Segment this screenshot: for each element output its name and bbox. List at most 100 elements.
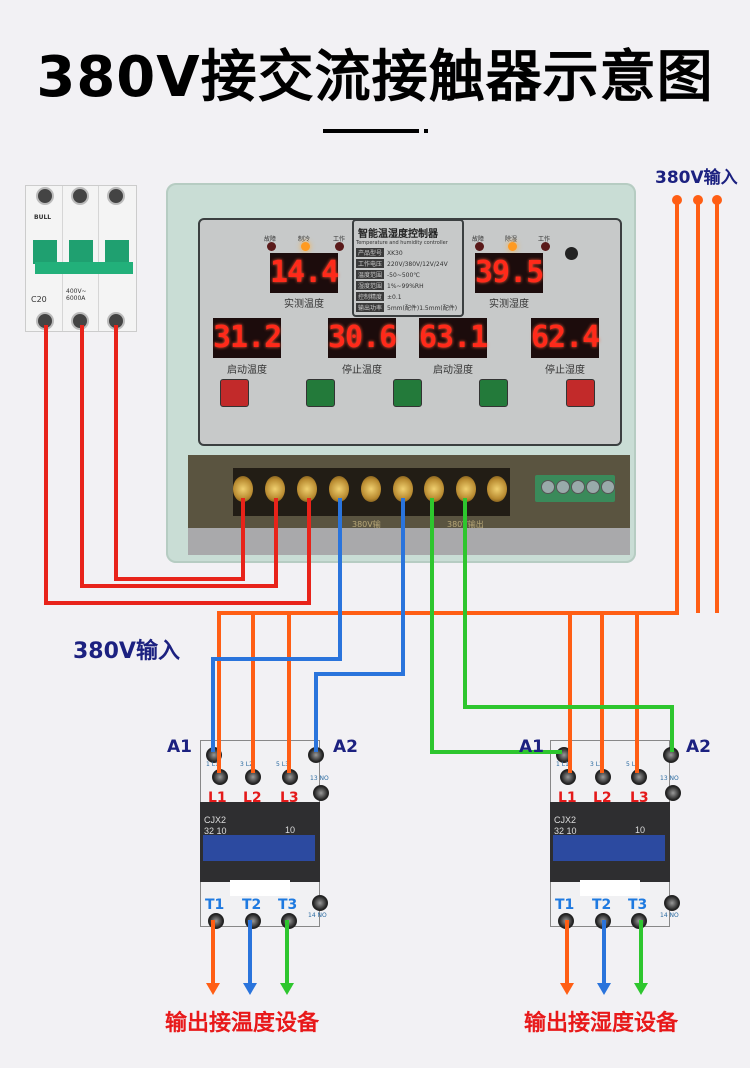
sensor-port: [565, 247, 578, 260]
controller-info-box: [352, 219, 464, 317]
input-terminal-dot: [672, 195, 682, 205]
sensor-terminal-screw: [586, 480, 600, 494]
info-row: 温度范围-50~500℃: [356, 270, 421, 279]
fault-led: [267, 242, 276, 251]
confirm-button[interactable]: [566, 379, 595, 407]
breaker-top-screw: [36, 187, 54, 205]
input-label-left: 380V输入: [73, 639, 180, 664]
sensor-terminal-screw: [571, 480, 585, 494]
work-led: [335, 242, 344, 251]
start-humidity-display: 63.1: [419, 318, 488, 358]
terminal-mark: 13 NO: [660, 775, 679, 782]
breaker-handle-bar[interactable]: [35, 262, 133, 274]
led-label: 除湿: [505, 236, 518, 243]
led-label: 制冷: [298, 236, 311, 243]
start-temp-caption: 启动温度: [227, 365, 267, 376]
coil-a2-screw: [663, 747, 679, 763]
wire-red: [80, 325, 278, 588]
breaker-rating: C20: [31, 295, 47, 304]
work-led: [541, 242, 550, 251]
output-label-temp: 输出接温度设备: [165, 1011, 320, 1036]
terminal-mark: 5 L3: [626, 761, 639, 768]
terminal-label: 380V输: [352, 520, 381, 529]
line-label-l1: L1: [208, 790, 227, 806]
terminal-mark: 3 L2: [240, 761, 253, 768]
stop-humidity-caption: 停止湿度: [545, 365, 585, 376]
measured-humidity-caption: 实测湿度: [489, 299, 529, 310]
breaker-toggle[interactable]: [105, 240, 129, 264]
input-terminal-dot: [693, 195, 703, 205]
wire-green: [430, 498, 562, 754]
title-underline-dot: [424, 129, 428, 133]
load-label-t3: T3: [628, 897, 648, 913]
wire-orange: [217, 200, 679, 773]
breaker-top-screw: [107, 187, 125, 205]
breaker-toggle[interactable]: [33, 240, 57, 264]
contactor-window: [580, 880, 640, 896]
switch-button[interactable]: [306, 379, 335, 407]
l2-screw: [245, 769, 261, 785]
breaker-toggle[interactable]: [69, 240, 93, 264]
sensor-terminal-screw: [601, 480, 615, 494]
stop-temp-caption: 停止温度: [342, 365, 382, 376]
led-label: 故障: [264, 236, 277, 243]
l2-screw: [595, 769, 611, 785]
wire-red: [114, 325, 245, 581]
contactor-blue-frame: [553, 835, 665, 861]
sensor-terminal-screw: [541, 480, 555, 494]
load-label-t1: T1: [205, 897, 225, 913]
stop-temp-display: 30.6: [328, 318, 397, 358]
coil-label-a1: A1: [167, 737, 192, 757]
terminal-mark: 13 NO: [310, 775, 329, 782]
contactor-model-no: 32 10: [204, 826, 227, 836]
start-temp-display: 31.2: [213, 318, 282, 358]
breaker-brand: BULL: [34, 214, 52, 221]
terminal-screw: [393, 476, 413, 502]
start-humidity-caption: 启动湿度: [433, 365, 473, 376]
contactor-model-no: 32 10: [554, 826, 577, 836]
coil-label-a2: A2: [333, 737, 358, 757]
line-label-l1: L1: [558, 790, 577, 806]
line-label-l3: L3: [630, 790, 649, 806]
arrow-down-icon: [206, 983, 220, 995]
terminal-mark: 14 NO: [660, 912, 679, 919]
aux-13-screw: [313, 785, 329, 801]
terminal-screw: [297, 476, 317, 502]
wire-red: [44, 325, 311, 605]
load-label-t1: T1: [555, 897, 575, 913]
info-row: 控制精度±0.1: [356, 292, 402, 301]
terminal-screw: [265, 476, 285, 502]
led-label: 故障: [472, 236, 485, 243]
load-label-t2: T2: [242, 897, 262, 913]
set-button[interactable]: [220, 379, 249, 407]
cooling-led: [301, 242, 310, 251]
terminal-mark: 3 L2: [590, 761, 603, 768]
arrow-down-icon: [634, 983, 648, 995]
controller-name: 智能温湿度控制器: [358, 229, 438, 240]
increase-button[interactable]: [393, 379, 422, 407]
measured-temp-caption: 实测温度: [284, 299, 324, 310]
load-label-t3: T3: [278, 897, 298, 913]
l3-screw: [282, 769, 298, 785]
led-label: 工作: [333, 236, 346, 243]
breaker-spec: 400V~ 6000A: [66, 288, 87, 302]
contactor-model: CJX2: [554, 815, 577, 825]
fault-led: [475, 242, 484, 251]
contactor-blue-frame: [203, 835, 315, 861]
terminal-screw: [424, 476, 444, 502]
decrease-button[interactable]: [479, 379, 508, 407]
input-terminal-dot: [712, 195, 722, 205]
contactor-aux: 10: [285, 825, 296, 835]
input-label-right: 380V输入: [655, 168, 738, 188]
page-title: 380V接交流接触器示意图: [36, 45, 714, 110]
breaker-pole-1: [26, 186, 63, 331]
measured-humidity-display: 39.5: [475, 253, 544, 293]
dehumidify-led: [508, 242, 517, 251]
led-label: 工作: [538, 236, 551, 243]
aux-14-screw: [312, 895, 328, 911]
